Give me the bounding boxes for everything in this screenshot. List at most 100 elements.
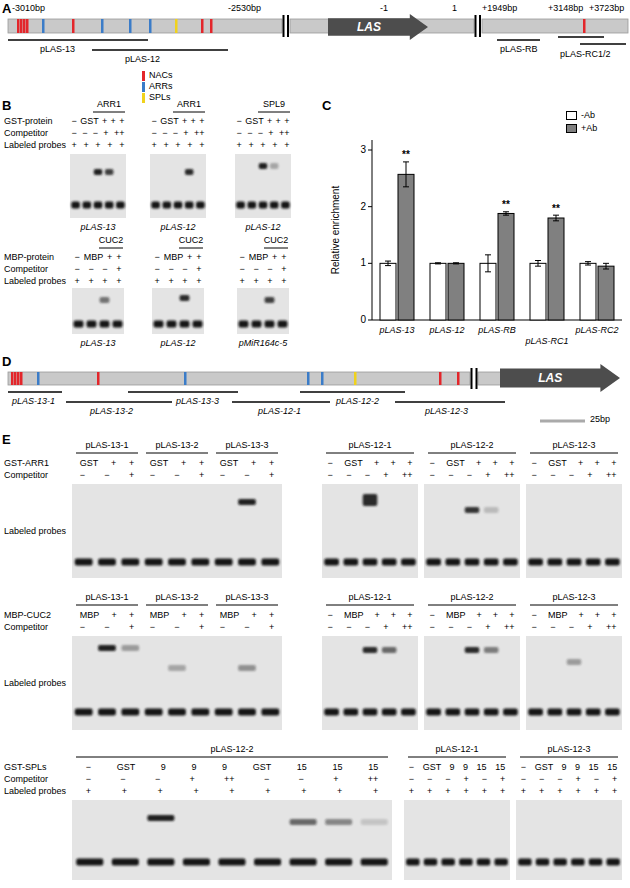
lane-values: MBP + + (72, 610, 142, 621)
probe-name: pLAS-12-2 (336, 396, 379, 407)
gel-band (218, 859, 245, 866)
lane-values: − MBP + + + (322, 610, 418, 621)
chart-bar (480, 263, 496, 320)
gel-band (98, 559, 116, 566)
header-rule (530, 453, 618, 454)
gel-band (494, 859, 507, 866)
probe-segment (92, 49, 228, 51)
gel-band (193, 321, 203, 328)
text-label: CUC2 (256, 235, 296, 246)
lane-values: − GST + + + (70, 116, 126, 127)
lane-values: MBP + + (212, 610, 282, 621)
text-label: pLAS-13-3 (212, 440, 282, 451)
gel-band (401, 709, 416, 716)
error-cap (403, 161, 409, 162)
binding-site-tick (175, 19, 178, 33)
header-rule (146, 453, 208, 454)
gel-band (74, 321, 84, 328)
gel-band (503, 709, 518, 716)
text-label: pLAS-13 (40, 44, 75, 55)
gel-band (548, 709, 563, 716)
error-bar (488, 255, 489, 272)
text-label: ARR1 (89, 99, 129, 110)
chart-bar (548, 218, 564, 320)
gel-band (363, 559, 378, 566)
probe-segment (8, 391, 62, 393)
text-label: pLAS-12-1 (322, 592, 418, 603)
gel-band (145, 559, 163, 566)
gel-band (168, 709, 186, 716)
lane-values: − MBP + + + (526, 610, 622, 621)
probe-segment (497, 39, 540, 41)
gel-image (72, 484, 282, 578)
gel-band (94, 169, 103, 175)
gel-band (465, 647, 480, 653)
header-rule (76, 453, 138, 454)
axis-break (479, 15, 481, 37)
text-label: pLAS-RB (500, 44, 538, 55)
header-rule (76, 757, 388, 758)
binding-site-tick (23, 19, 26, 33)
legend-swatch (142, 93, 145, 103)
legend-item: +Ab (566, 123, 597, 134)
gel-band (503, 559, 518, 566)
lane-values: + + + + + (150, 140, 206, 151)
gel-band (324, 559, 339, 566)
text-label: pLAS-13-1 (72, 592, 142, 603)
chart-bar (498, 213, 514, 320)
text-label: ** (544, 203, 568, 215)
gel-image (70, 154, 126, 218)
gel-band (121, 645, 139, 651)
probe-name: pLAS-13-3 (176, 396, 219, 407)
gel-band (281, 202, 290, 209)
gel-band (290, 819, 317, 825)
gel-band (459, 859, 472, 866)
chart-bar (398, 174, 414, 320)
gel-band (98, 709, 116, 716)
arrow-body (328, 14, 428, 40)
chart-bar (530, 263, 546, 320)
lane-values: GST + + (72, 458, 142, 469)
lane-values: − − − + ++ (322, 470, 418, 481)
binding-site-tick (26, 19, 29, 33)
gel-band (363, 494, 378, 506)
chart-bar (430, 263, 446, 320)
gel-band (270, 202, 279, 209)
probe-name: pLAS-13 (63, 338, 133, 349)
gel-band (167, 321, 177, 328)
text-label: pLAS-12-3 (526, 440, 622, 451)
probe-segment (558, 36, 604, 38)
y-axis (372, 140, 373, 320)
legend-swatch (566, 111, 577, 120)
error-bar (406, 162, 407, 187)
text-label: Competitor (4, 264, 48, 275)
probe-name: pLAS-RB (469, 325, 525, 336)
gel-band (325, 859, 352, 866)
error-cap (453, 262, 459, 263)
error-cap (535, 260, 541, 261)
lane-values: − − + (212, 622, 282, 633)
error-cap (585, 265, 591, 266)
error-cap (585, 261, 591, 262)
gel-band (215, 709, 233, 716)
gel-band (553, 859, 566, 866)
lane-values: − GST + + + (322, 458, 418, 469)
error-cap (385, 265, 391, 266)
legend-text: -Ab (581, 110, 595, 121)
binding-site-tick (20, 372, 23, 385)
gene-name: LAS (328, 14, 410, 40)
lane-values: − MBP + + (152, 252, 204, 263)
axis-tick (368, 206, 372, 207)
gel-band (185, 202, 194, 209)
gel-band (382, 647, 397, 653)
gel-band (344, 709, 359, 716)
legend-text: NACs (149, 70, 173, 81)
text-label: +3723bp (589, 3, 624, 14)
text-label: +3148bp (548, 3, 583, 14)
axis-tick (368, 263, 372, 264)
error-bar (538, 261, 539, 267)
lane-values: − GST + + + (150, 116, 206, 127)
gel-band (248, 202, 257, 209)
gel-image (424, 636, 520, 730)
text-label: 1 (452, 3, 457, 14)
